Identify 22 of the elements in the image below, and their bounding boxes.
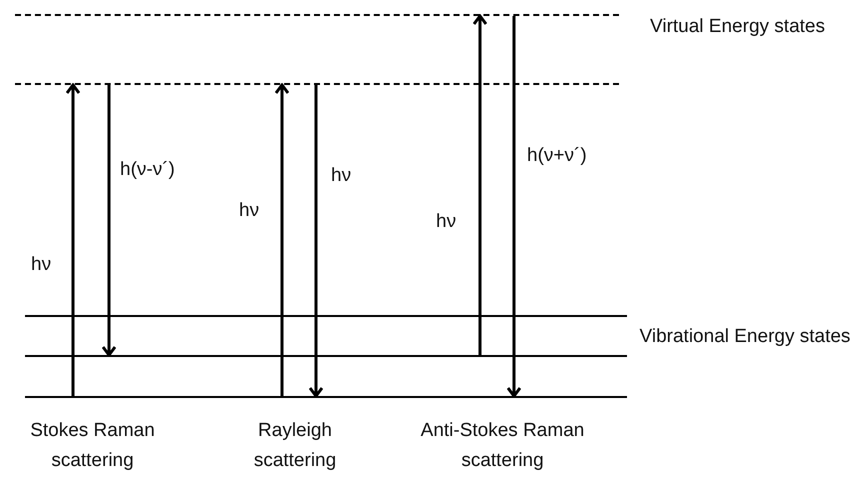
process-caption: Anti-Stokes Raman scattering [420, 419, 586, 474]
arrow [308, 85, 324, 398]
edge-label: hν [436, 212, 456, 233]
process-caption: Stokes Raman scattering [29, 419, 156, 474]
edge-label: hν [239, 201, 260, 222]
arrow [472, 14, 488, 355]
edge-label: hν [31, 255, 52, 276]
level-caption: Vibrational Energy states [638, 325, 852, 349]
level-caption: Virtual Energy states [650, 15, 825, 39]
energy-level-line [25, 396, 627, 398]
arrow [506, 16, 522, 398]
edge-label: hν [331, 166, 352, 187]
arrow [274, 84, 290, 396]
arrow [102, 85, 116, 356]
virtual-level-line [15, 14, 619, 16]
edge-label: h(ν+ν´) [527, 146, 587, 167]
energy-level-line [25, 355, 627, 357]
virtual-level-line [15, 83, 619, 85]
arrow [66, 84, 80, 396]
process-caption: Rayleigh scattering [252, 419, 338, 474]
edge-label: h(ν-ν´) [120, 160, 175, 181]
energy-level-line [25, 315, 627, 317]
